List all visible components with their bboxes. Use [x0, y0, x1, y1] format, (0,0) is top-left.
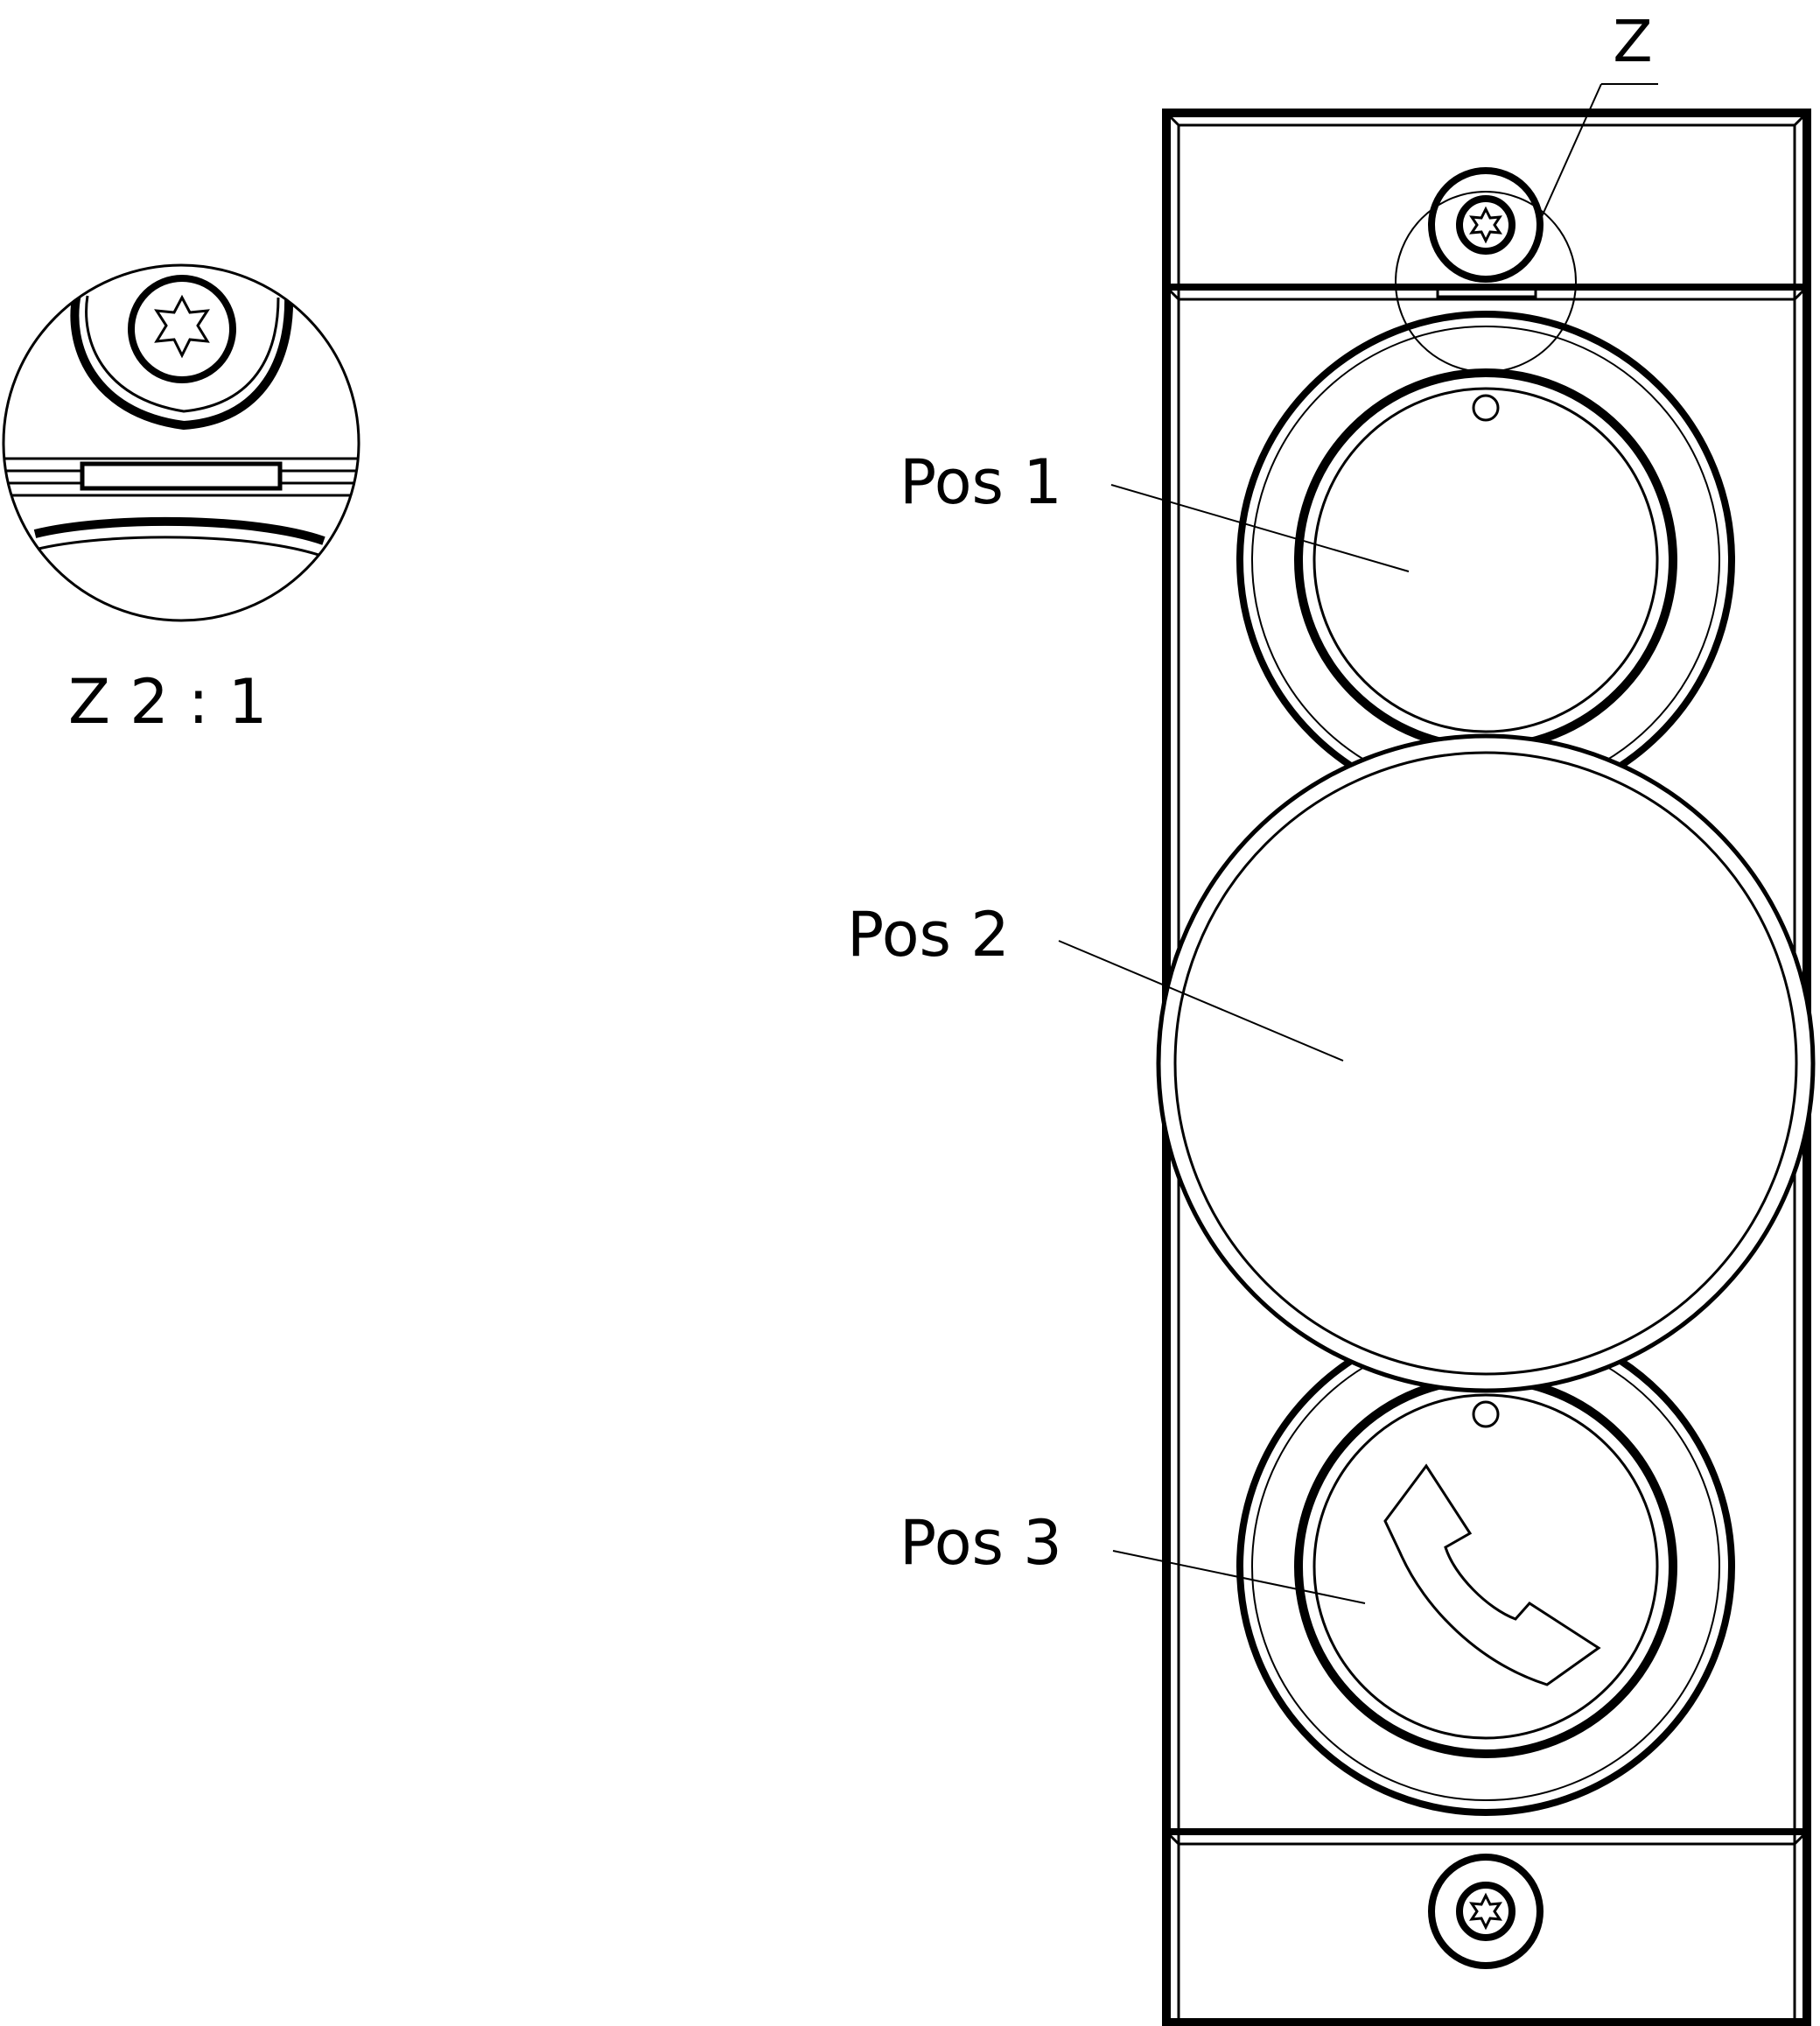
callout-pos2: Pos 2 — [847, 899, 1344, 1062]
pos3-button — [1236, 1317, 1735, 1816]
detail-z-leader — [1539, 83, 1602, 221]
callout-pos1: Pos 1 — [900, 446, 1410, 572]
pos3-label: Pos 3 — [900, 1507, 1062, 1579]
pos1-button — [1236, 311, 1735, 810]
torx-screw-icon-bottom — [1428, 1854, 1544, 1969]
phone-handset-icon — [1383, 1463, 1601, 1686]
pos1-indicator-dot — [1472, 394, 1500, 422]
detail-caption: Z 2 : 1 — [68, 666, 267, 738]
detail-slot — [80, 461, 283, 491]
pos1-label: Pos 1 — [900, 446, 1062, 518]
pos2-button — [1156, 733, 1816, 1393]
detail-z-marker: Z — [1613, 8, 1652, 75]
pos2-label: Pos 2 — [847, 899, 1010, 971]
detail-view-circle — [2, 263, 360, 622]
callout-pos3: Pos 3 — [900, 1507, 1366, 1604]
torx-screw-icon — [1428, 167, 1544, 283]
detail-view-z: Z 2 : 1 — [2, 263, 360, 738]
pos3-indicator-dot — [1472, 1400, 1500, 1428]
cover-slot — [1436, 285, 1537, 298]
